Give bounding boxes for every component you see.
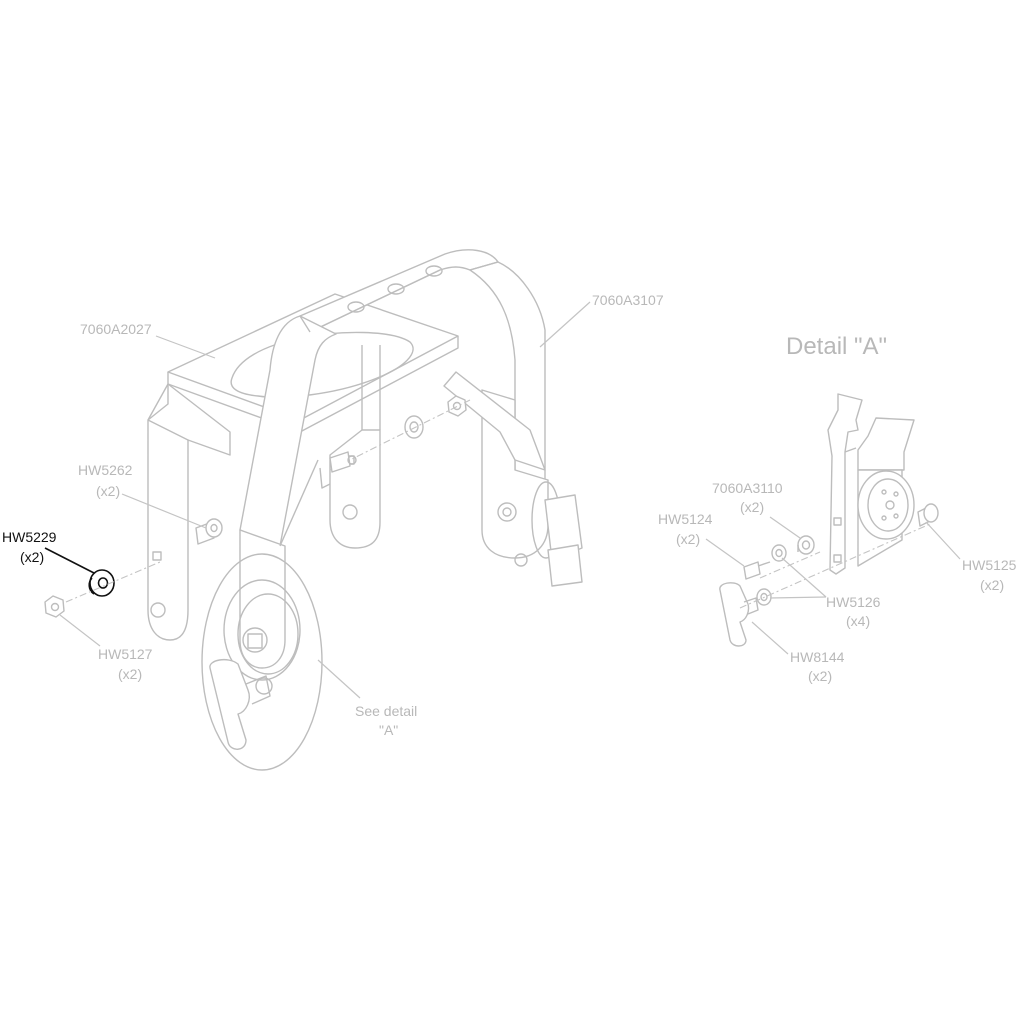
label-see-detail: See detail (355, 703, 417, 719)
bolt-HW5262 (195, 518, 223, 545)
label-HW5124: HW5124 (658, 511, 713, 527)
detail-labels: Detail "A" 7060A3110 (x2) HW5124 (x2) HW… (658, 333, 1017, 684)
label-HW5127-qty: (x2) (118, 666, 142, 682)
detail-a-callout-ellipse (201, 553, 323, 771)
label-HW5262: HW5262 (78, 462, 133, 478)
label-HW8144-qty: (x2) (808, 668, 832, 684)
brace-hardware (319, 395, 471, 489)
label-HW5262-qty: (x2) (96, 483, 120, 499)
main-assembly (44, 249, 583, 771)
clamp-assembly-left (209, 459, 319, 750)
main-labels: 7060A2027 7060A3107 HW5262 (x2) HW5229 (… (2, 292, 664, 738)
main-leader-lines (44, 301, 591, 699)
detail-leader-lines (705, 516, 961, 655)
label-HW5125-qty: (x2) (980, 577, 1004, 593)
label-see-detail-a: "A" (379, 722, 398, 738)
label-HW5229-qty: (x2) (20, 549, 44, 565)
HW5229-leader-line (44, 547, 95, 574)
label-HW5126-qty: (x4) (846, 613, 870, 629)
label-HW5229: HW5229 (2, 529, 57, 545)
nut-HW5127 (44, 595, 65, 618)
label-7060A3110-qty: (x2) (740, 499, 764, 515)
left-axis-line (65, 561, 161, 603)
label-HW8144: HW8144 (790, 649, 845, 665)
label-HW5125: HW5125 (962, 557, 1017, 573)
clamp-assembly-right (514, 481, 583, 587)
frame-7060A3107 (239, 249, 549, 559)
washer-HW5229 (88, 569, 115, 597)
label-7060A3107: 7060A3107 (592, 292, 664, 308)
label-7060A2027: 7060A2027 (80, 321, 152, 337)
label-HW5127: HW5127 (98, 646, 153, 662)
label-7060A3110: 7060A3110 (712, 480, 783, 496)
detail-a-assembly (719, 393, 939, 647)
detail-a-title: Detail "A" (786, 333, 887, 360)
label-HW5126: HW5126 (826, 594, 881, 610)
label-HW5124-qty: (x2) (676, 531, 700, 547)
